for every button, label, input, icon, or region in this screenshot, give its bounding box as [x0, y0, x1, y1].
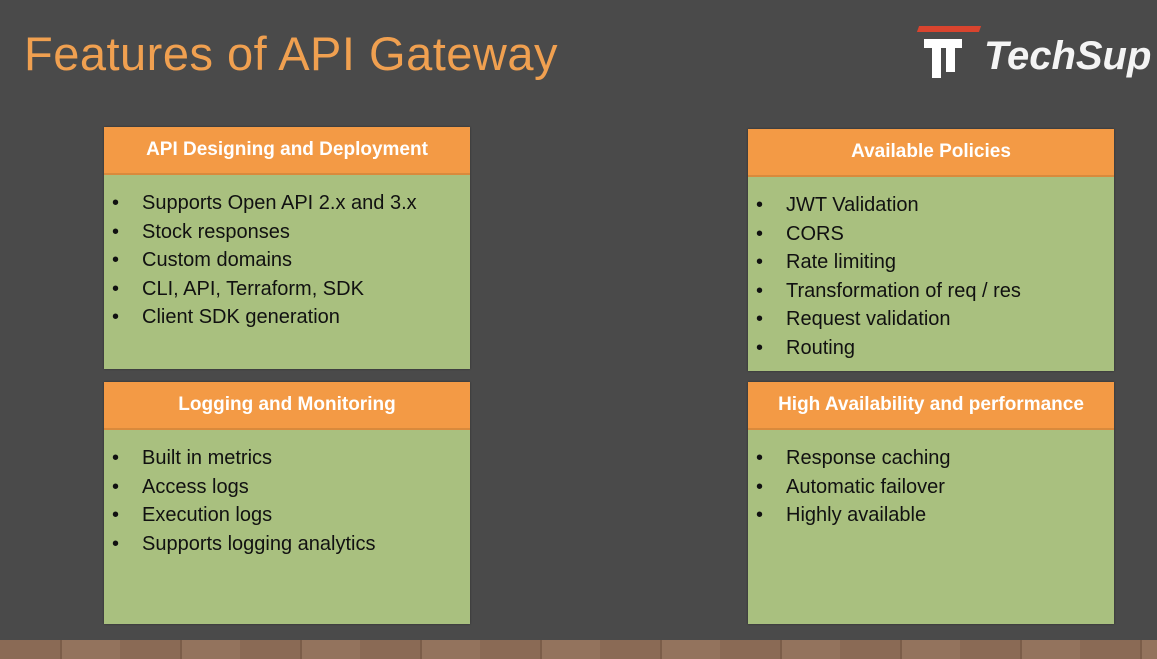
list-item: Rate limiting	[756, 248, 1114, 277]
card-title: Available Policies	[748, 129, 1114, 177]
card-title: API Designing and Deployment	[104, 127, 470, 175]
list-item: JWT Validation	[756, 191, 1114, 220]
card-high-availability: High Availability and performance Respon…	[748, 382, 1114, 624]
list-item: Client SDK generation	[112, 303, 470, 332]
card-title: High Availability and performance	[748, 382, 1114, 430]
list-item: CLI, API, Terraform, SDK	[112, 275, 470, 304]
list-item: Supports logging analytics	[112, 530, 470, 559]
wood-floor	[0, 640, 1157, 659]
list-item: Custom domains	[112, 246, 470, 275]
list-item: Response caching	[756, 444, 1114, 473]
slide-title: Features of API Gateway	[24, 27, 558, 80]
list-item: Routing	[756, 334, 1114, 363]
list-item: Execution logs	[112, 501, 470, 530]
techsup-logo-icon	[918, 35, 964, 79]
card-api-designing: API Designing and Deployment Supports Op…	[104, 127, 470, 369]
logo: TechSup	[916, 26, 1152, 79]
list-item: CORS	[756, 220, 1114, 249]
logo-text: TechSup	[984, 34, 1152, 78]
list-item: Supports Open API 2.x and 3.x	[112, 189, 470, 218]
card-available-policies: Available Policies JWT Validation CORS R…	[748, 129, 1114, 371]
list-item: Access logs	[112, 473, 470, 502]
list-item: Built in metrics	[112, 444, 470, 473]
list-item: Request validation	[756, 305, 1114, 334]
logo-accent-bar	[916, 26, 982, 32]
card-logging-monitoring: Logging and Monitoring Built in metrics …	[104, 382, 470, 624]
list-item: Automatic failover	[756, 473, 1114, 502]
card-title: Logging and Monitoring	[104, 382, 470, 430]
list-item: Transformation of req / res	[756, 277, 1114, 306]
list-item: Highly available	[756, 501, 1114, 530]
list-item: Stock responses	[112, 218, 470, 247]
